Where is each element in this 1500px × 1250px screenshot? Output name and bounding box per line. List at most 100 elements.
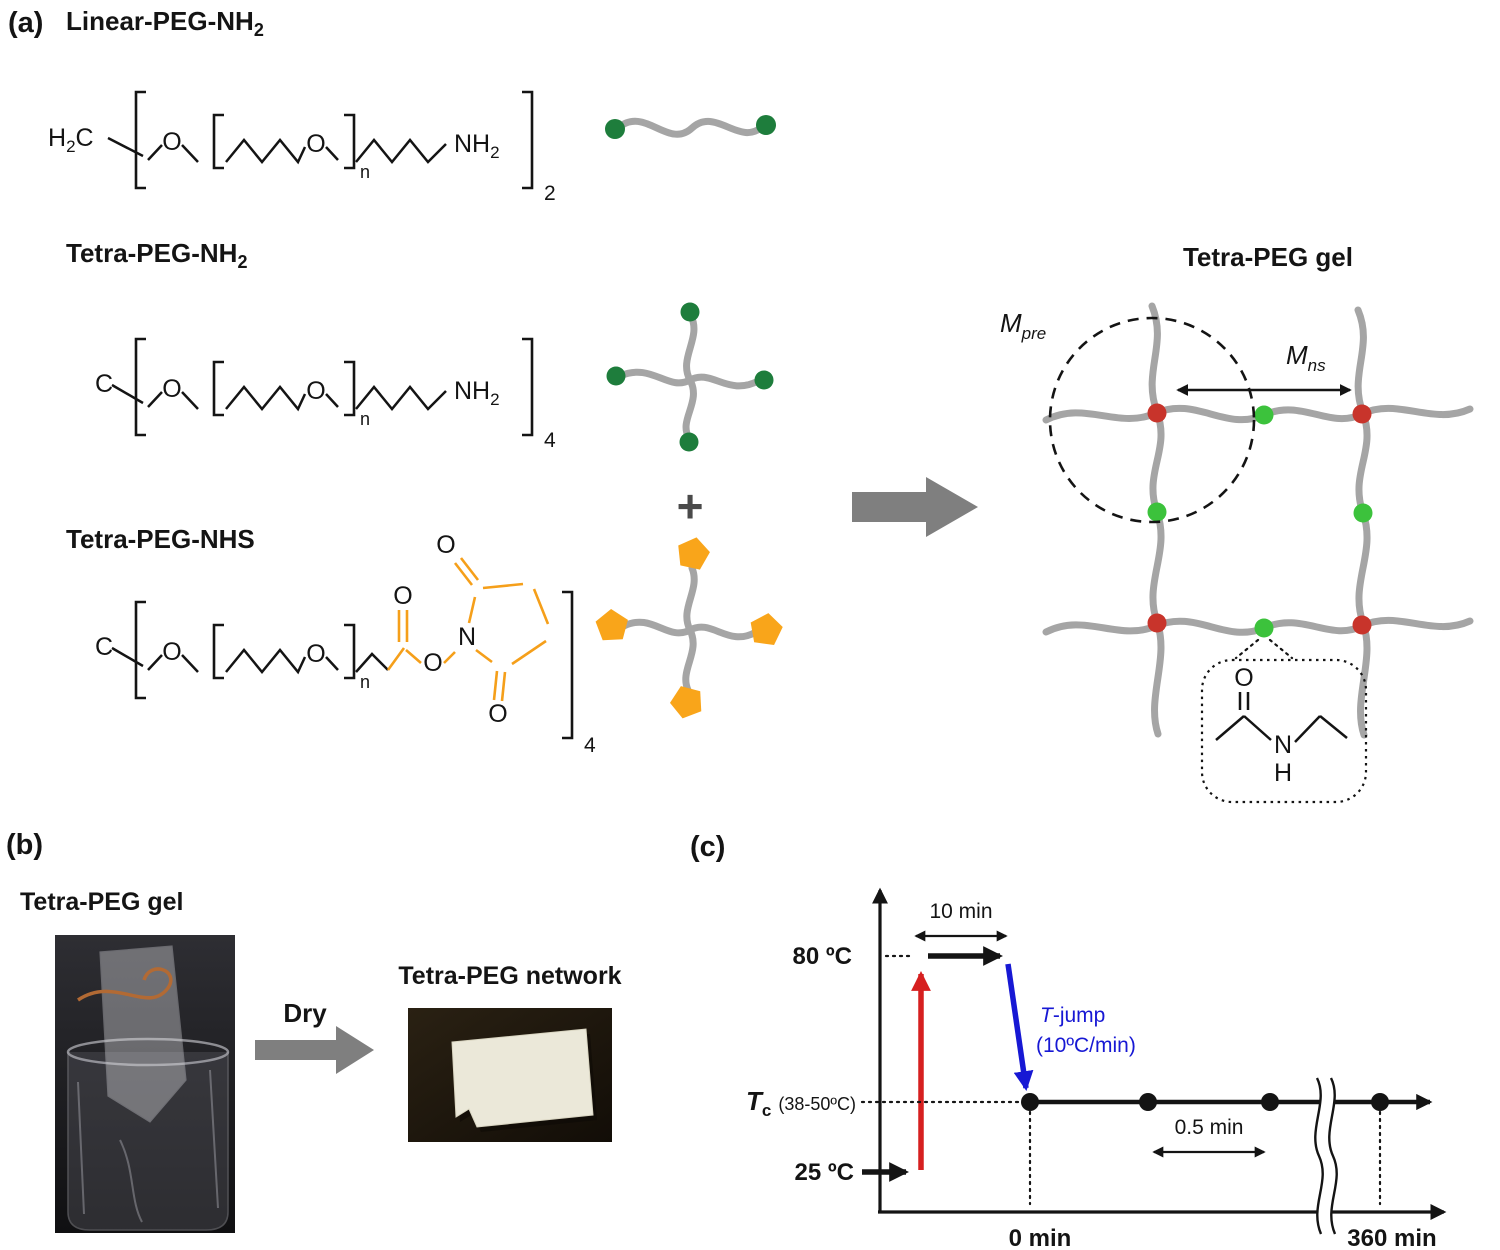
panel-c: (c) 80 ºC 10 min T-jump (10ºC/min) Tc(38… bbox=[690, 831, 1447, 1250]
oxygen-atom: O bbox=[162, 128, 181, 156]
interval-label: 0.5 min bbox=[1175, 1116, 1244, 1139]
temp-80-label: 80 ºC bbox=[793, 943, 852, 970]
amine-end-dot bbox=[756, 115, 776, 135]
network-photo-label: Tetra-PEG network bbox=[398, 962, 621, 990]
tetra-nhs-title: Tetra-PEG-NHS bbox=[66, 524, 255, 554]
tjump-rate-label: (10ºC/min) bbox=[1036, 1034, 1136, 1057]
sample-dot bbox=[1139, 1093, 1157, 1111]
linear-bonds bbox=[107, 136, 447, 165]
linear-peg-schematic bbox=[605, 115, 776, 139]
atom-c: C bbox=[76, 124, 94, 152]
axis-break bbox=[1314, 1077, 1338, 1235]
vial-body bbox=[67, 1052, 229, 1231]
oxygen-atom: O bbox=[306, 377, 325, 405]
ring-carbonyl-oxygen: O bbox=[488, 700, 507, 728]
bracket-subscript-2: 2 bbox=[544, 182, 556, 205]
mpre-label: Mpre bbox=[1000, 308, 1046, 343]
panel-b: (b) Tetra-PEG gel Dry Tetra-PEG network bbox=[6, 829, 622, 1233]
sample-dot bbox=[1261, 1093, 1279, 1111]
panel-c-label: (c) bbox=[690, 831, 725, 863]
sample-time-dots bbox=[1021, 1093, 1389, 1111]
oxygen-atom: O bbox=[162, 638, 181, 666]
atom-nh: NH bbox=[454, 130, 490, 158]
panel-a: (a) Linear-PEG-NH2 H2C O O n NH2 2 Tetra… bbox=[8, 6, 1474, 804]
mns-symbol: M bbox=[1286, 340, 1308, 370]
tetra-nh2-structure: C O O n NH2 4 bbox=[95, 337, 556, 452]
sample-dot bbox=[1371, 1093, 1389, 1111]
amine-end-dot bbox=[754, 370, 774, 390]
amine-group: NH2 bbox=[454, 130, 500, 162]
polymer-chain bbox=[614, 117, 767, 138]
nhs-pentagon bbox=[749, 611, 786, 649]
linear-brackets bbox=[134, 90, 534, 190]
tc-label: Tc(38-50ºC) bbox=[746, 1086, 856, 1120]
tjump-arrow bbox=[1005, 963, 1034, 1091]
atom-c: C bbox=[95, 633, 113, 661]
vial-rim bbox=[66, 1037, 230, 1067]
tc-symbol: T bbox=[746, 1086, 764, 1116]
nhs-pentagon bbox=[674, 534, 713, 571]
repeat-n: n bbox=[360, 672, 370, 692]
sample-dot bbox=[1021, 1093, 1039, 1111]
atom-h: H bbox=[48, 124, 66, 152]
oxygen-atom: O bbox=[162, 375, 181, 403]
linker-dot-green bbox=[1147, 502, 1167, 522]
amine-end-dot bbox=[679, 432, 699, 452]
carbonyl-oxygen: O bbox=[393, 582, 412, 610]
atom-c: C bbox=[95, 370, 113, 398]
linear-peg-structure: H2C O O n NH2 2 bbox=[48, 90, 556, 205]
ten-min-label: 10 min bbox=[929, 900, 992, 923]
tetra-nh2-title-sub: 2 bbox=[237, 252, 247, 272]
gel-sample bbox=[99, 945, 187, 1123]
atom-h-sub: 2 bbox=[66, 137, 75, 156]
mns-label: Mns bbox=[1286, 340, 1326, 375]
linker-dot-green bbox=[1254, 405, 1274, 425]
mpre-circle bbox=[1048, 316, 1256, 524]
x360-label: 360 min bbox=[1347, 1225, 1436, 1250]
tjump-rest: -jump bbox=[1053, 1004, 1106, 1027]
h2c-group: H2C bbox=[48, 124, 94, 156]
tetra-nh2-bonds bbox=[111, 383, 447, 412]
gel-photo-bg bbox=[55, 935, 235, 1233]
linear-peg-title-text: Linear-PEG-NH bbox=[66, 6, 254, 36]
amide-pointer-dotted bbox=[1234, 638, 1294, 660]
ring-carbonyl-oxygen: O bbox=[436, 531, 455, 559]
tetra-nh2-brackets bbox=[134, 337, 534, 437]
amine-end-dot bbox=[606, 366, 626, 386]
dry-label: Dry bbox=[283, 998, 327, 1028]
amide-structure: O N H bbox=[1215, 664, 1348, 787]
tetra-nh2-title: Tetra-PEG-NH2 bbox=[66, 238, 247, 272]
atom-nh: NH bbox=[454, 377, 490, 405]
panel-a-label: (a) bbox=[8, 7, 43, 39]
temp-25-label: 25 ºC bbox=[795, 1159, 854, 1186]
linker-dot-green bbox=[1254, 618, 1274, 638]
mpre-symbol: M bbox=[1000, 308, 1022, 338]
crosslink-dot-red bbox=[1352, 404, 1372, 424]
tetra-nhs-structure: C O O n O O N O O 4 bbox=[95, 531, 596, 757]
network-photo bbox=[408, 1008, 612, 1142]
nhs-ester-ring-bonds bbox=[386, 557, 550, 702]
network-diagram: Tetra-PEG gel Mpre Mns O N H bbox=[1000, 242, 1474, 804]
amide-oxygen: O bbox=[1234, 664, 1253, 692]
crosslink-dot-red bbox=[1147, 613, 1167, 633]
tc-sub: c bbox=[762, 1101, 771, 1120]
amine-end-dot bbox=[680, 302, 700, 322]
peg-film bbox=[451, 1028, 594, 1128]
network-strand-vertical bbox=[1354, 306, 1371, 739]
network-strands bbox=[1042, 302, 1474, 739]
atom-nh-sub: 2 bbox=[490, 390, 499, 409]
ester-oxygen: O bbox=[423, 649, 442, 677]
gel-photo bbox=[55, 935, 235, 1233]
amine-end-dot bbox=[605, 119, 625, 139]
oxygen-atom: O bbox=[306, 130, 325, 158]
tjump-label: T-jump bbox=[1040, 1004, 1105, 1027]
linker-dot-green bbox=[1353, 503, 1373, 523]
ring-nitrogen: N bbox=[458, 623, 476, 651]
repeat-n: n bbox=[360, 409, 370, 429]
nhs-pentagon bbox=[591, 605, 630, 646]
amide-nitrogen: N bbox=[1274, 731, 1292, 759]
copper-wire bbox=[77, 967, 173, 1002]
tetra-nh2-schematic bbox=[606, 302, 774, 452]
polymer-arms bbox=[620, 564, 760, 694]
